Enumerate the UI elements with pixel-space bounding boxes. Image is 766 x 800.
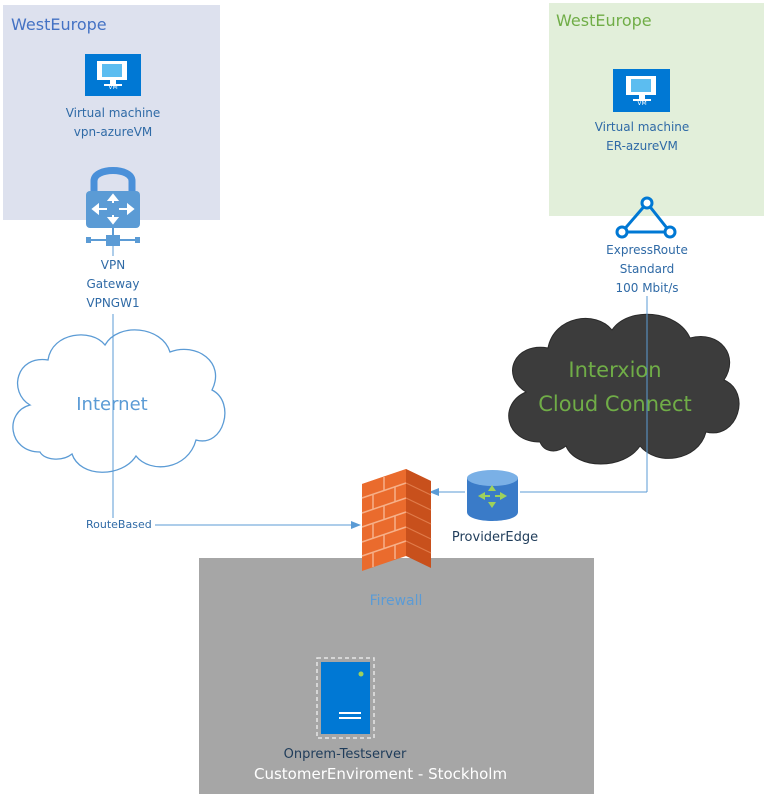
westeurope-right-title: WestEurope — [556, 11, 652, 30]
internet-label: Internet — [76, 394, 148, 415]
vpn-gateway-line2: Gateway — [86, 277, 140, 291]
interxion-cloud-icon — [508, 313, 740, 465]
internet-cloud-icon — [12, 329, 226, 473]
vpn-vm-type: Virtual machine — [65, 106, 161, 120]
vpn-vm-label: Virtual machine vpn-azureVM — [43, 104, 183, 142]
westeurope-left-region — [3, 5, 220, 220]
interxion-label: Interxion Cloud Connect — [520, 353, 710, 421]
er-vm-label: Virtual machine ER-azureVM — [572, 118, 712, 156]
expressroute-line2: Standard — [619, 262, 675, 276]
vpn-gateway-sku: VPNGW1 — [86, 296, 140, 310]
interxion-line1: Interxion — [568, 358, 662, 382]
expressroute-line1: ExpressRoute — [606, 243, 688, 257]
expressroute-icon — [615, 196, 677, 239]
expressroute-label: ExpressRoute Standard 100 Mbit/s — [587, 241, 707, 298]
vpn-gateway-line1: VPN — [100, 256, 126, 275]
routebased-label: RouteBased — [84, 518, 154, 531]
westeurope-left-title: WestEurope — [11, 15, 107, 34]
customer-environment-region — [199, 558, 594, 794]
er-vm-type: Virtual machine — [594, 120, 690, 134]
virtual-machine-icon-right — [613, 69, 670, 112]
interxion-line2: Cloud Connect — [538, 392, 692, 416]
vpn-vm-name: vpn-azureVM — [73, 125, 153, 139]
vpn-gateway-icon — [86, 167, 140, 246]
firewall-icon — [361, 469, 432, 571]
er-vm-name: ER-azureVM — [606, 139, 678, 153]
server-icon — [316, 657, 375, 739]
firewall-label: Firewall — [369, 593, 423, 609]
expressroute-bandwidth: 100 Mbit/s — [615, 281, 679, 295]
customer-environment-title: CustomerEnviroment - Stockholm — [254, 765, 508, 783]
server-label: Onprem-Testserver — [283, 747, 407, 762]
vpn-gateway-label: VPN Gateway VPNGW1 — [63, 256, 163, 313]
vm-badge-left: VM — [108, 84, 118, 91]
vm-badge-right: VM — [637, 100, 647, 107]
router-database-icon — [467, 470, 518, 521]
provider-edge-label: ProviderEdge — [451, 530, 539, 545]
virtual-machine-icon-left — [85, 54, 141, 96]
